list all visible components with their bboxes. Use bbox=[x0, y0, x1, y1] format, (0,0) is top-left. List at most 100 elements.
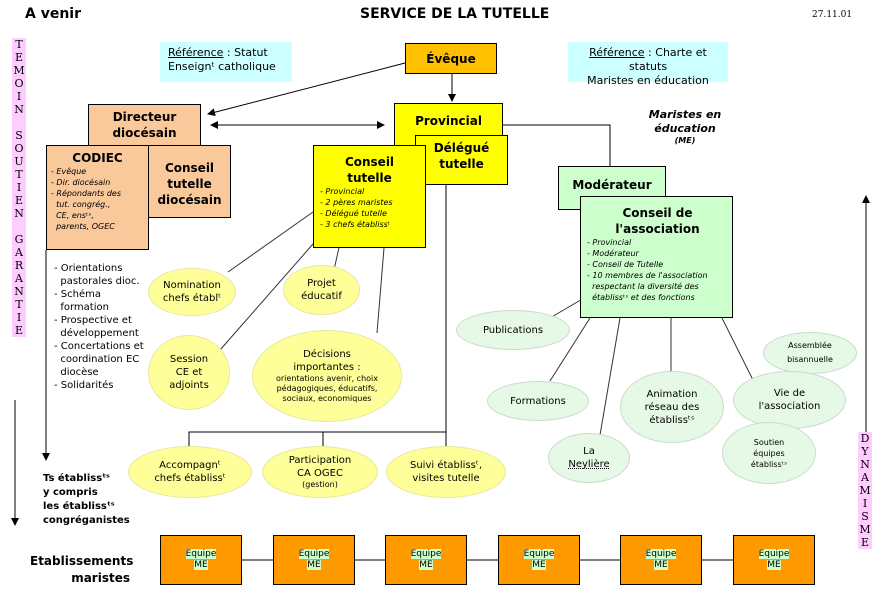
ellipse-formations[interactable]: Formations bbox=[487, 381, 589, 421]
ellipse-session[interactable]: Session CE et adjoints bbox=[148, 335, 230, 410]
ca-title-2: l'association bbox=[615, 222, 700, 236]
session-line1: Session bbox=[169, 354, 209, 365]
animation-line3: établissᵗˢ bbox=[649, 414, 695, 426]
vie-line2: l'association bbox=[758, 401, 821, 412]
side-label-letter: O bbox=[14, 77, 24, 90]
side-label-letter: M bbox=[13, 64, 25, 77]
neyliere-line1: La bbox=[583, 446, 595, 457]
side-label-letter: M bbox=[859, 484, 871, 497]
decisions-detail-2: pédagogiques, éducatifs, bbox=[276, 384, 378, 393]
ellipse-decisions[interactable]: Décisions importantes : orientations ave… bbox=[252, 330, 402, 422]
ellipse-neyliere[interactable]: La Neylière bbox=[548, 433, 630, 483]
ellipse-projet-educatif[interactable]: Projet éducatif bbox=[283, 265, 360, 315]
reference-left: Référence : Statut Enseignᵗ catholique bbox=[160, 42, 292, 82]
conseil-tutelle-list-item: - 3 chefs établissᵗ bbox=[320, 220, 391, 229]
side-label-letter: R bbox=[14, 259, 24, 272]
codiec-mission-item: développement bbox=[54, 328, 139, 339]
side-label-letter bbox=[12, 220, 26, 233]
conseil-association-list-item: respectant la diversité des bbox=[587, 282, 699, 291]
maristes-label: Maristes en éducation (ME) bbox=[645, 108, 725, 146]
me-label: ME bbox=[419, 560, 433, 570]
codiec-box[interactable]: CODIEC - Evêque- Dir. diocésain- Réponda… bbox=[46, 145, 149, 250]
codiec-list-item: tut. congrég., bbox=[51, 200, 111, 209]
ellipse-nomination[interactable]: Nomination chefs établᵗ bbox=[148, 268, 236, 316]
soutien-line1: Soutien bbox=[753, 437, 785, 447]
me-label: ME bbox=[307, 560, 321, 570]
side-label-letter bbox=[12, 116, 26, 129]
conseil-tutelle-list-item: - 2 pères maristes bbox=[320, 198, 393, 207]
codiec-mission-item: - Prospective et bbox=[54, 315, 132, 326]
equipe-label: Equipe bbox=[645, 549, 677, 559]
delegue-line2: tutelle bbox=[439, 157, 484, 171]
side-label-letter: N bbox=[14, 285, 24, 298]
directeur-line2: diocésain bbox=[112, 126, 177, 140]
codiec-list-item: - Répondants des bbox=[51, 189, 122, 198]
side-label-letter: A bbox=[15, 272, 23, 285]
ellipse-assemblee[interactable]: Assemblée bisannuelle bbox=[763, 332, 857, 374]
date: 27.11.01 bbox=[812, 10, 853, 20]
soutien-line3: établissᵗˢ bbox=[750, 459, 788, 469]
conseil-association-list: - Provincial- Modérateur- Conseil de Tut… bbox=[587, 237, 728, 303]
codiec-mission-item: coordination EC bbox=[54, 354, 140, 365]
side-label-letter: G bbox=[14, 233, 24, 246]
me-label: ME bbox=[194, 560, 208, 570]
animation-line2: réseau des bbox=[644, 401, 700, 413]
conseil-association-list-item: établissᵗˢ et des fonctions bbox=[587, 293, 695, 302]
ctd-line3: diocésain bbox=[157, 193, 222, 207]
side-label-letter: E bbox=[14, 194, 24, 207]
ellipse-publications[interactable]: Publications bbox=[456, 310, 570, 350]
side-label-letter: E bbox=[14, 324, 24, 337]
delegue-tutelle-box[interactable]: Délégué tutelle bbox=[415, 135, 508, 185]
soutien-line2: équipes bbox=[753, 448, 785, 458]
reference-left-line1: : Statut bbox=[223, 46, 268, 59]
directeur-line1: Directeur bbox=[112, 110, 177, 124]
side-label-letter: S bbox=[15, 129, 23, 142]
suivi-line1: Suivi établissᵗ, bbox=[410, 460, 482, 471]
reference-right-line1: : Charte et statuts bbox=[628, 46, 707, 73]
nomination-line1: Nomination bbox=[163, 280, 221, 291]
side-label-letter: A bbox=[15, 246, 23, 259]
side-label-letter: I bbox=[16, 90, 22, 103]
conseil-tutelle-list-item: - Provincial bbox=[320, 187, 365, 196]
side-label-letter: Y bbox=[861, 445, 869, 458]
conseil-tutelle-diocesain-box[interactable]: Conseil tutelle diocésain bbox=[148, 145, 231, 218]
eveque-box[interactable]: Évêque bbox=[405, 43, 497, 74]
me-label: ME bbox=[532, 560, 546, 570]
conseil-association-box[interactable]: Conseil de l'association - Provincial- M… bbox=[580, 196, 733, 318]
side-label-letter: N bbox=[14, 207, 24, 220]
ts-etabliss-line: y compris bbox=[43, 487, 98, 498]
accompagn-line2: chefs établissᵗ bbox=[154, 473, 226, 484]
ellipse-accompagnement[interactable]: Accompagnᵗ chefs établissᵗ bbox=[128, 446, 252, 498]
equipe-label: Equipe bbox=[410, 549, 442, 559]
etablissements-maristes-label: Etablissements maristes bbox=[30, 553, 133, 587]
codiec-list-item: - Dir. diocésain bbox=[51, 178, 111, 187]
decisions-detail-1: orientations avenir, choix bbox=[275, 374, 379, 383]
equipe-label: Equipe bbox=[758, 549, 790, 559]
ellipse-suivi[interactable]: Suivi établissᵗ, visites tutelle bbox=[386, 446, 506, 498]
conseil-tutelle-box[interactable]: Conseil tutelle - Provincial- 2 pères ma… bbox=[313, 145, 426, 248]
accompagn-line1: Accompagnᵗ bbox=[159, 460, 221, 471]
codiec-mission-item: - Orientations bbox=[54, 263, 123, 274]
ellipse-soutien[interactable]: Soutien équipes établissᵗˢ bbox=[722, 422, 816, 484]
reference-right-line2: Maristes en éducation bbox=[587, 74, 709, 87]
ellipse-participation[interactable]: Participation CA OGEC (gestion) bbox=[262, 446, 378, 498]
ellipse-animation[interactable]: Animation réseau des établissᵗˢ bbox=[620, 371, 724, 443]
conseil-association-list-item: - Conseil de Tutelle bbox=[587, 260, 664, 269]
header-left: A venir bbox=[25, 6, 81, 22]
codiec-mission-item: - Schéma bbox=[54, 289, 101, 300]
etablissements-line2: maristes bbox=[71, 571, 130, 585]
codiec-mission-item: - Concertations et bbox=[54, 341, 144, 352]
provincial-label: Provincial bbox=[415, 114, 482, 128]
maristes-line3: (ME) bbox=[674, 136, 696, 145]
ts-etabliss-line: les établissᵗˢ bbox=[43, 501, 115, 512]
ellipse-vie-association[interactable]: Vie de l'association bbox=[733, 371, 846, 429]
